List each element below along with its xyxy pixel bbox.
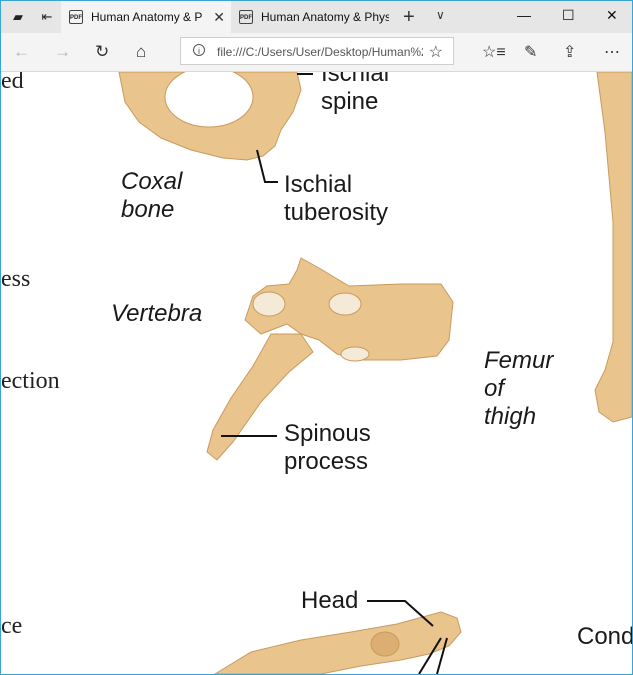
info-icon[interactable]: i (193, 44, 205, 56)
url-text[interactable]: file:///C:/Users/User/Desktop/Human%20An… (217, 45, 423, 59)
spinous-process-shape (206, 333, 314, 461)
back-arrow-icon[interactable]: ← (13, 42, 30, 61)
label-femur-of-thigh: Femur of thigh (484, 347, 553, 431)
maximize-icon[interactable]: ☐ (562, 7, 575, 23)
set-aside-tabs-icon[interactable]: ⇤ (41, 9, 53, 24)
label-ischial-spine: Ischial spine (321, 72, 389, 116)
pdf-page: ed ess ection ce Ischial spine Coxal bon… (1, 72, 632, 674)
label-line: Coxal (121, 168, 183, 195)
femur-shaft (594, 72, 632, 423)
label-line: thigh (484, 403, 537, 430)
forward-arrow-icon[interactable]: → (54, 42, 71, 61)
label-line: spine (321, 88, 379, 115)
page-text-fragment: Cond (577, 623, 632, 650)
page-text-fragment: ess (1, 266, 31, 292)
url-field[interactable]: i file:///C:/Users/User/Desktop/Human%20… (180, 37, 454, 65)
leader-line (256, 149, 278, 183)
label-line: of (484, 375, 505, 402)
more-icon[interactable]: ⋯ (604, 44, 620, 61)
tab-title: Human Anatomy & P (91, 10, 203, 24)
minimize-icon[interactable]: — (517, 7, 531, 23)
pdf-icon: PDF (69, 10, 83, 24)
lesser-trochanter (370, 631, 400, 657)
articular-facet (328, 292, 362, 316)
tab-groups-icon[interactable]: ▰ (13, 9, 23, 24)
pen-icon[interactable]: ✎ (524, 44, 538, 61)
home-icon[interactable]: ⌂ (136, 42, 147, 61)
label-coxal-bone: Coxal bone (121, 168, 182, 224)
close-window-icon[interactable]: ✕ (606, 7, 618, 23)
leader-line (418, 637, 448, 674)
leader-line (367, 600, 434, 627)
refresh-icon[interactable]: ↻ (95, 42, 110, 61)
articular-facet (340, 346, 370, 362)
femur-head-shape (214, 611, 462, 674)
bone-illustration (118, 72, 632, 674)
address-bar: ← → ↻ ⌂ i file:///C:/Users/User/Desktop/… (1, 33, 632, 72)
page-text-fragment: ed (1, 72, 24, 94)
close-icon[interactable]: ✕ (213, 9, 225, 25)
page-text-fragment: ce (1, 613, 23, 639)
label-line: tuberosity (284, 199, 389, 226)
chevron-down-icon[interactable]: ∨ (436, 8, 445, 22)
new-tab-icon[interactable]: + (403, 6, 415, 28)
favorites-list-icon[interactable]: ☆≡ (482, 44, 506, 61)
tab-title: Human Anatomy & Phys (261, 10, 389, 24)
label-vertebra: Vertebra (111, 300, 203, 327)
label-line: Ischial (321, 72, 390, 87)
tab-human-anatomy-1[interactable]: PDF Human Anatomy & P ✕ (61, 1, 231, 33)
label-spinous-process: Spinous process (284, 420, 371, 476)
label-line: Femur (484, 347, 554, 374)
tab-human-anatomy-2[interactable]: PDF Human Anatomy & Phys (231, 1, 397, 33)
label-line: Ischial (284, 171, 353, 198)
label-line: process (284, 448, 369, 475)
label-line: Spinous (284, 420, 371, 447)
label-line: bone (121, 196, 175, 223)
share-icon[interactable]: ⇪ (563, 44, 577, 61)
label-head: Head (301, 587, 359, 614)
obturator-hole (164, 72, 254, 128)
label-ischial-tuberosity: Ischial tuberosity (284, 171, 388, 227)
page-text-fragment: ection (1, 368, 60, 394)
pdf-icon: PDF (239, 10, 253, 24)
articular-facet (252, 291, 286, 317)
tab-bar: ▰ ⇤ PDF Human Anatomy & P ✕ PDF Human An… (1, 1, 632, 33)
favorite-star-icon[interactable]: ☆ (428, 44, 443, 61)
